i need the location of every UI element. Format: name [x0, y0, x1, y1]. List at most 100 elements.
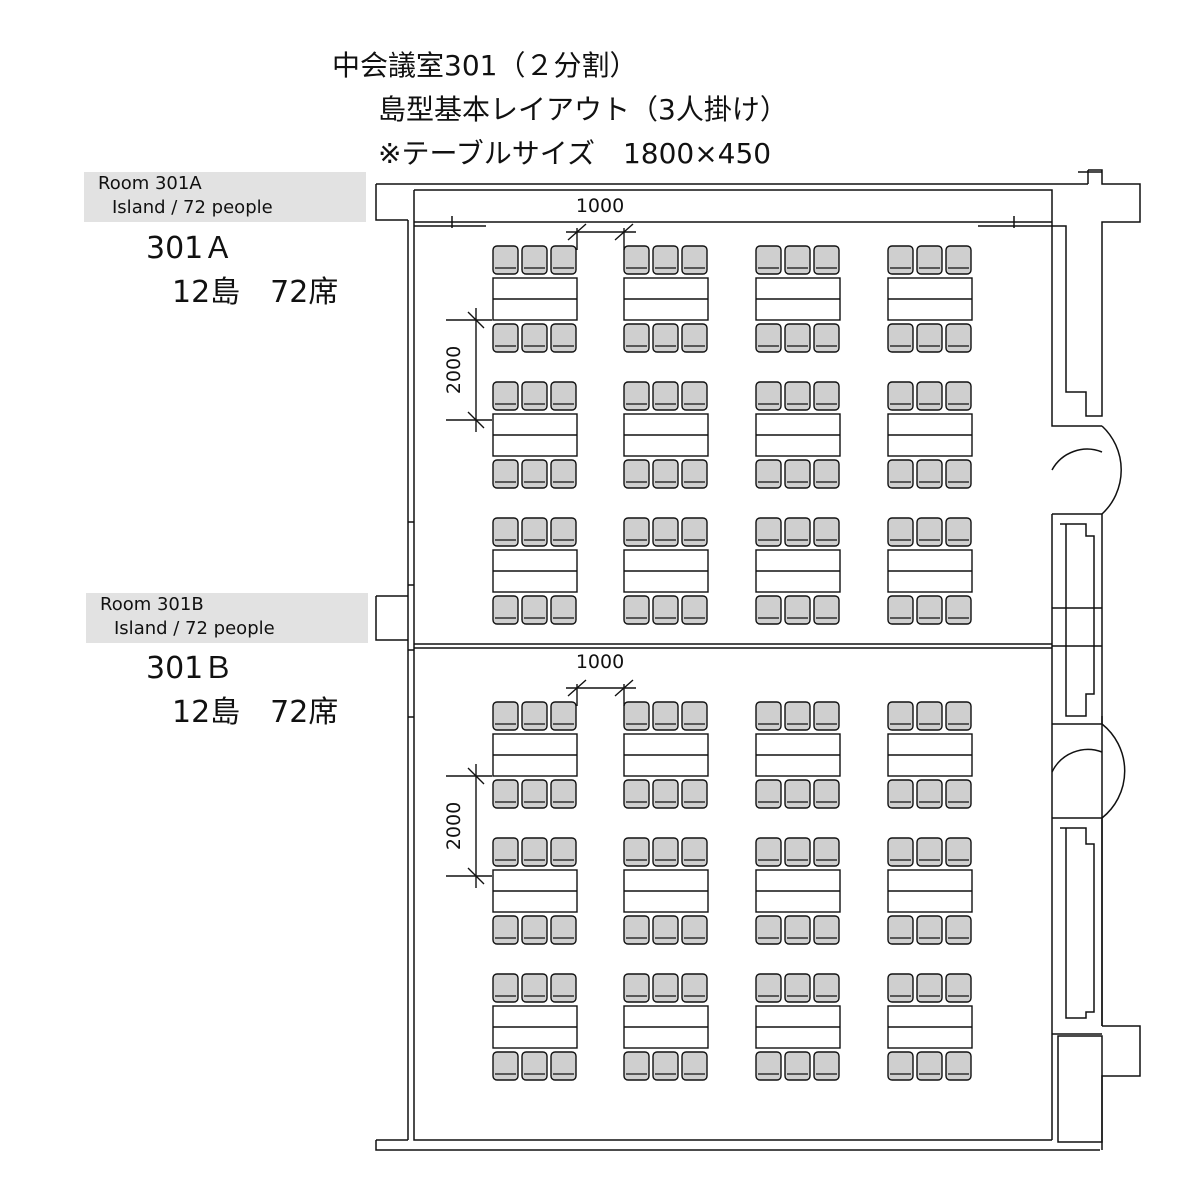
chair-bottom-2	[652, 915, 679, 945]
chair-top-2	[652, 381, 679, 411]
chair-top-3	[550, 381, 577, 411]
chair-top-1	[623, 837, 650, 867]
chair-bottom-1	[755, 595, 782, 625]
chair-top-2	[916, 245, 943, 275]
chair-top-2	[916, 973, 943, 1003]
island-b-r2-c2	[623, 837, 709, 945]
chair-bottom-2	[916, 323, 943, 353]
room-301b-name: 301Ｂ	[146, 651, 234, 686]
chair-top-2	[652, 245, 679, 275]
chair-bottom-2	[784, 1051, 811, 1081]
chair-bottom-3	[550, 915, 577, 945]
chair-bottom-1	[492, 595, 519, 625]
island-b-r1-c4	[887, 701, 973, 809]
room-301b-label-name: Room 301B	[100, 594, 204, 615]
chair-bottom-2	[784, 779, 811, 809]
chair-bottom-3	[813, 1051, 840, 1081]
dimension-vertical-b: 2000	[443, 764, 492, 888]
island-a-r2-c1	[492, 381, 578, 489]
chair-bottom-1	[887, 915, 914, 945]
chair-bottom-2	[784, 323, 811, 353]
layout-subtitle: 島型基本レイアウト（3人掛け）	[378, 93, 788, 126]
island-b-r1-c3	[755, 701, 841, 809]
island-a-r3-c3	[755, 517, 841, 625]
chair-top-3	[813, 973, 840, 1003]
chair-top-1	[755, 701, 782, 731]
chair-top-1	[623, 701, 650, 731]
island-a-r2-c3	[755, 381, 841, 489]
chair-top-1	[623, 517, 650, 547]
chair-top-3	[945, 837, 972, 867]
chair-top-1	[492, 973, 519, 1003]
chair-bottom-1	[755, 915, 782, 945]
island-a-r1-c1	[492, 245, 578, 353]
chair-top-2	[521, 837, 548, 867]
chair-bottom-1	[492, 915, 519, 945]
chair-top-2	[784, 381, 811, 411]
chair-bottom-1	[887, 779, 914, 809]
chair-bottom-1	[623, 323, 650, 353]
chair-bottom-3	[813, 779, 840, 809]
room-301a-label-capacity: Island / 72 people	[112, 197, 273, 218]
chair-bottom-3	[550, 779, 577, 809]
chair-top-3	[681, 381, 708, 411]
chair-top-1	[887, 381, 914, 411]
chair-top-2	[784, 837, 811, 867]
island-b-r2-c4	[887, 837, 973, 945]
chair-bottom-3	[945, 459, 972, 489]
chair-top-1	[755, 517, 782, 547]
chair-bottom-3	[550, 1051, 577, 1081]
chair-bottom-1	[887, 323, 914, 353]
island-b-r3-c3	[755, 973, 841, 1081]
chair-top-2	[916, 701, 943, 731]
chair-top-1	[492, 701, 519, 731]
chair-bottom-3	[681, 1051, 708, 1081]
chair-bottom-3	[550, 595, 577, 625]
island-a-r3-c1	[492, 517, 578, 625]
dimensions: 1000 2000 1000 2000	[443, 195, 636, 888]
chair-top-2	[784, 245, 811, 275]
chair-bottom-2	[652, 779, 679, 809]
chair-top-1	[492, 517, 519, 547]
chair-bottom-3	[945, 1051, 972, 1081]
chair-bottom-1	[492, 779, 519, 809]
chair-bottom-1	[887, 595, 914, 625]
chair-top-1	[623, 973, 650, 1003]
chair-top-2	[784, 517, 811, 547]
chair-bottom-3	[813, 459, 840, 489]
chair-bottom-2	[521, 915, 548, 945]
table-size-note: ※テーブルサイズ 1800×450	[378, 137, 772, 170]
chair-bottom-1	[755, 779, 782, 809]
chair-top-2	[652, 517, 679, 547]
dimension-vertical-label: 2000	[443, 802, 465, 850]
island-a-r2-c2	[623, 381, 709, 489]
room-301a-name: 301Ａ	[146, 231, 234, 266]
chair-bottom-3	[813, 323, 840, 353]
chair-bottom-3	[550, 323, 577, 353]
chair-top-2	[916, 517, 943, 547]
dimension-vertical-a: 2000	[443, 308, 492, 432]
chair-bottom-2	[521, 323, 548, 353]
chair-top-2	[652, 973, 679, 1003]
island-a-r1-c3	[755, 245, 841, 353]
chair-top-1	[755, 245, 782, 275]
chair-top-3	[813, 381, 840, 411]
chair-top-1	[755, 837, 782, 867]
chair-bottom-2	[652, 459, 679, 489]
chair-top-1	[492, 245, 519, 275]
chair-bottom-3	[813, 595, 840, 625]
room-301b-label: Room 301B Island / 72 people	[86, 593, 368, 643]
chair-top-2	[916, 837, 943, 867]
dimension-horizontal-label: 1000	[576, 195, 624, 217]
room-301a-label: Room 301A Island / 72 people	[84, 172, 366, 222]
chair-bottom-1	[887, 459, 914, 489]
island-a-r3-c2	[623, 517, 709, 625]
chair-top-1	[887, 973, 914, 1003]
island-b-r3-c2	[623, 973, 709, 1081]
chair-bottom-3	[945, 779, 972, 809]
chair-top-2	[652, 701, 679, 731]
dimension-horizontal-label: 1000	[576, 651, 624, 673]
chair-bottom-2	[784, 459, 811, 489]
chair-top-3	[945, 245, 972, 275]
chair-top-1	[623, 245, 650, 275]
